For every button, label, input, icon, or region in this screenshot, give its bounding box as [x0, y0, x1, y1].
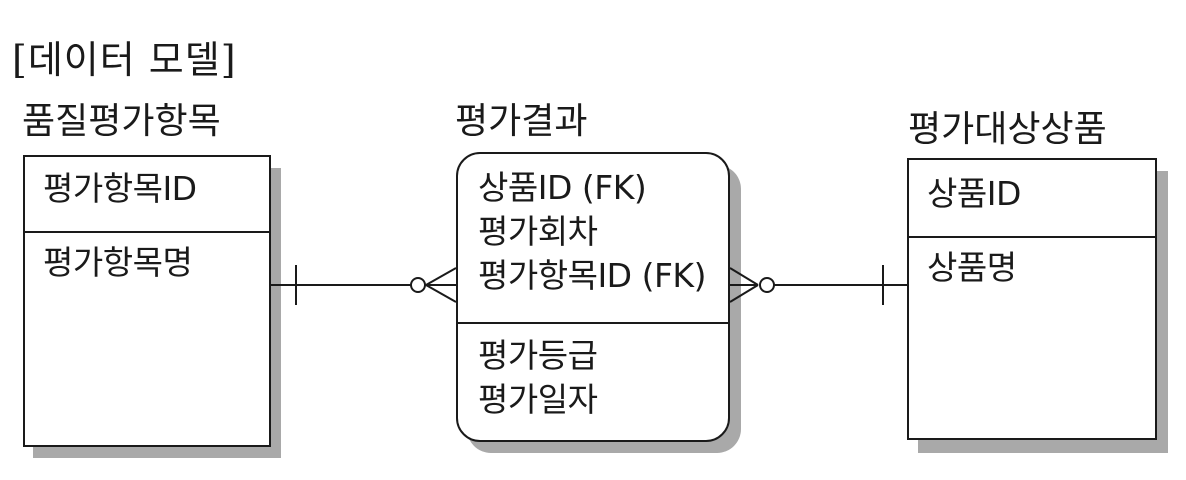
crows-foot-line [729, 267, 759, 286]
entity-box-eval-result[interactable]: 상품ID (FK) 평가회차 평가항목ID (FK) 평가등급 평가일자 [456, 152, 730, 442]
key-attribute: 상품ID [927, 174, 1021, 213]
relationship-product-to-result [729, 265, 907, 305]
entity-attribute-area: 평가항목명 [25, 233, 269, 285]
page-title: [데이터 모델] [12, 38, 237, 82]
key-attribute: 평가항목ID [43, 169, 197, 208]
entity-box-eval-target-product[interactable]: 상품ID 상품명 [907, 158, 1157, 440]
attribute: 평가일자 [478, 380, 598, 419]
crows-foot-line [425, 284, 457, 303]
key-attribute: 상품ID (FK) [478, 168, 647, 207]
attribute: 평가등급 [478, 336, 598, 375]
crows-foot-line [425, 267, 457, 286]
crows-foot-line [729, 284, 759, 303]
entity-name-quality-eval-item: 품질평가항목 [22, 101, 221, 142]
attribute: 상품명 [927, 248, 1017, 287]
attribute: 평가항목명 [43, 243, 193, 282]
entity-name-eval-result: 평가결과 [455, 101, 588, 142]
zero-cardinality-circle [410, 277, 426, 293]
relationship-quality-item-to-result [271, 265, 457, 305]
key-attribute: 평가회차 [478, 212, 598, 251]
entity-name-eval-target-product: 평가대상상품 [908, 109, 1107, 150]
entity-key-area: 상품ID [909, 160, 1155, 238]
entity-attribute-area: 평가등급 평가일자 [458, 324, 728, 422]
entity-attribute-area: 상품명 [909, 238, 1155, 290]
zero-cardinality-circle [759, 277, 775, 293]
entity-key-area: 평가항목ID [25, 157, 269, 233]
entity-box-quality-eval-item[interactable]: 평가항목ID 평가항목명 [23, 155, 271, 447]
key-attribute: 평가항목ID (FK) [478, 256, 706, 295]
entity-key-area: 상품ID (FK) 평가회차 평가항목ID (FK) [458, 154, 728, 324]
